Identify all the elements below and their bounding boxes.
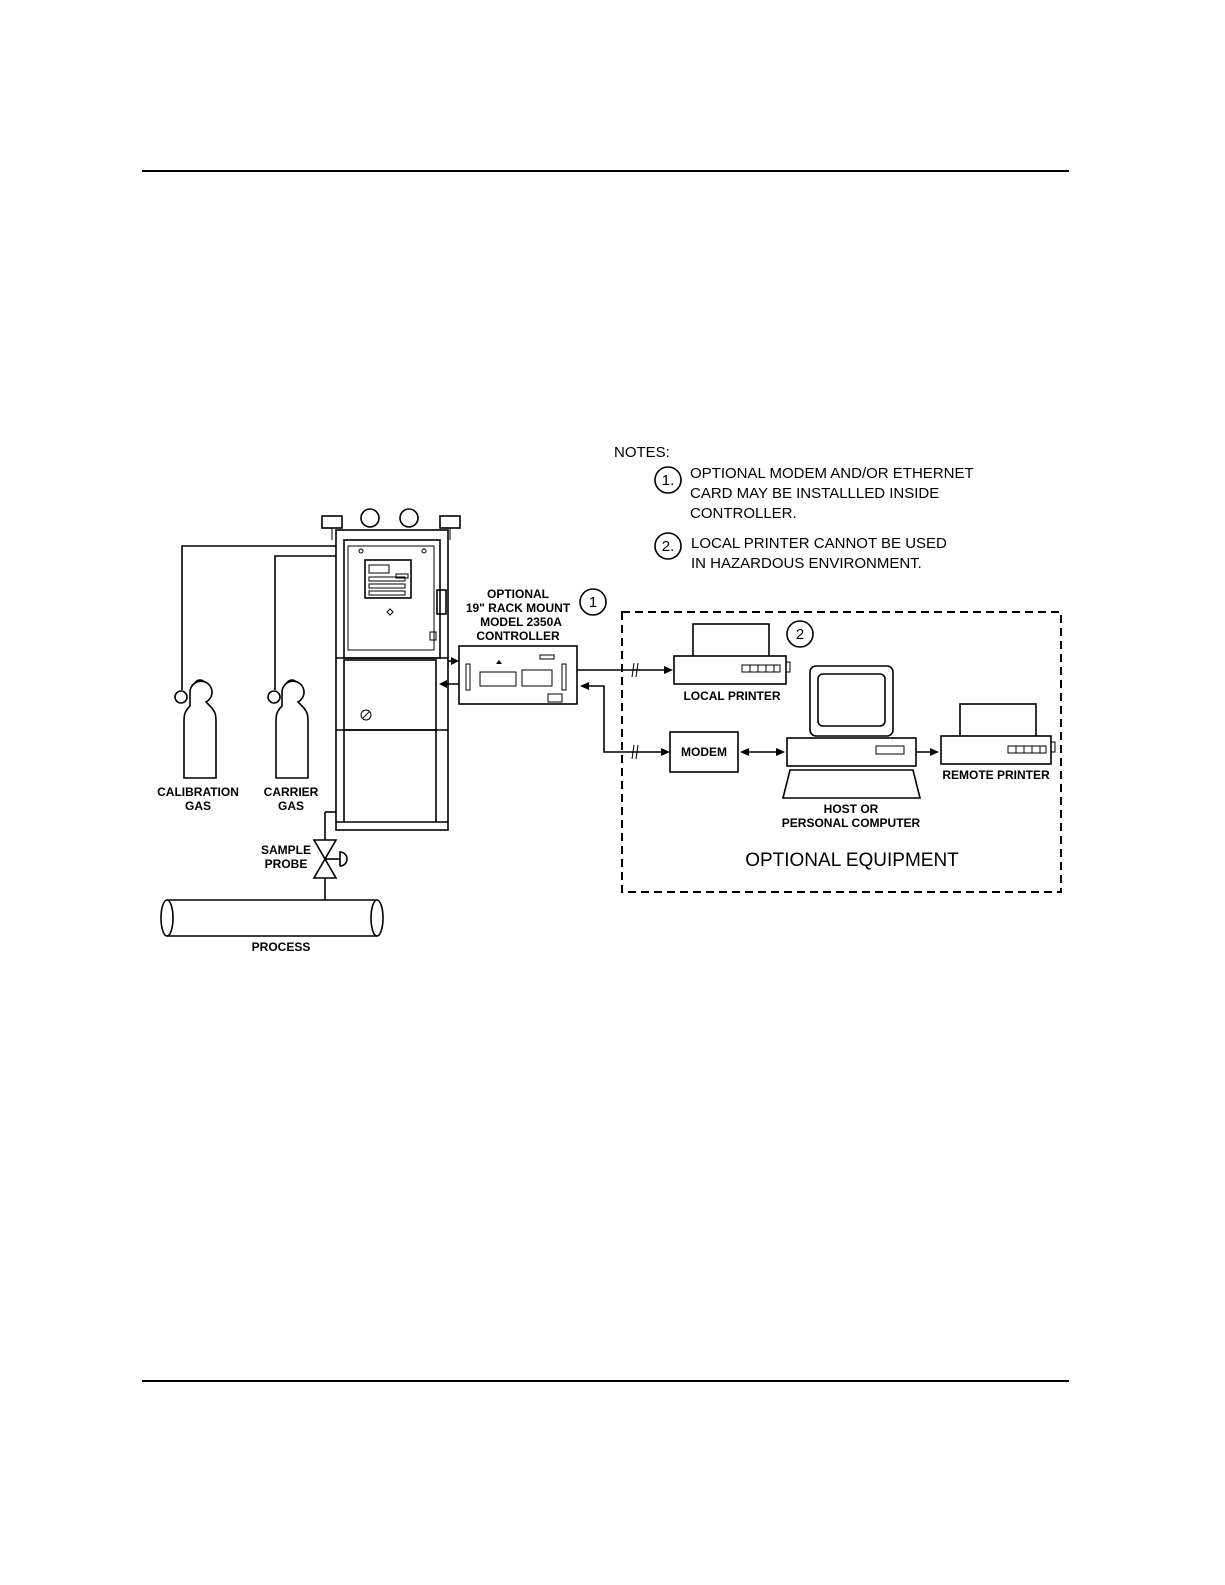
controller-callout-circle [579,588,607,616]
sample-probe: SAMPLE PROBE [261,811,348,900]
controller-label-2: 19" RACK MOUNT [466,601,571,615]
modem-label: MODEM [681,745,727,759]
controller-label-1: OPTIONAL [487,587,549,601]
note-2-line-2: IN HAZARDOUS ENVIRONMENT. [691,555,922,572]
host-label-1: HOST OR [824,802,879,816]
local-printer-label: LOCAL PRINTER [683,689,780,703]
calibration-gas-cylinder: CALIBRATION GAS [157,679,239,813]
rack-controller: OPTIONAL 19" RACK MOUNT MODEL 2350A CONT… [458,587,607,705]
host-label-2: PERSONAL COMPUTER [782,816,921,830]
remote-printer: REMOTE PRINTER [940,703,1056,782]
computer-remote-printer-link [916,748,939,756]
controller-label-4: CONTROLLER [476,629,560,643]
carrier-gas-label-1: CARRIER [264,785,319,799]
remote-printer-label: REMOTE PRINTER [942,768,1050,782]
optional-equipment-boundary [621,611,1062,893]
sample-probe-label-2: PROBE [265,857,308,871]
controller-label-3: MODEL 2350A [480,615,562,629]
note-2-circle [654,532,682,560]
carrier-gas-label-2: GAS [278,799,304,813]
process-pipe: PROCESS [160,899,384,954]
local-printer-callout-circle [786,620,814,648]
process-label: PROCESS [252,940,311,954]
controller-callout-number: 1 [589,594,597,611]
sample-probe-label-1: SAMPLE [261,843,311,857]
note-2-number: 2. [662,538,675,555]
controller-modem-link [580,682,670,760]
local-printer: LOCAL PRINTER 2 [673,620,814,703]
gas-lines [181,545,336,690]
local-printer-callout-number: 2 [796,626,804,643]
carrier-gas-cylinder: CARRIER GAS [264,679,319,813]
calibration-gas-label-2: GAS [185,799,211,813]
notes-heading: NOTES: [614,444,670,461]
optional-equipment-label: OPTIONAL EQUIPMENT [745,850,959,871]
gc-controller-links [439,657,459,688]
calibration-gas-label-1: CALIBRATION [157,785,239,799]
host-computer: HOST OR PERSONAL COMPUTER [782,665,922,830]
controller-printer-link [577,662,673,678]
note-1-circle [654,466,682,494]
note-1-line-3: CONTROLLER. [690,505,797,522]
note-1-line-2: CARD MAY BE INSTALLLED INSIDE [690,485,939,502]
modem-computer-link [740,748,785,756]
modem: MODEM [669,731,739,773]
note-1-line-1: OPTIONAL MODEM AND/OR ETHERNET [690,465,974,482]
note-1-number: 1. [662,472,675,489]
notes-block: NOTES: 1. OPTIONAL MODEM AND/OR ETHERNET… [614,444,974,572]
gc-analyzer [321,508,461,831]
note-2-line-1: LOCAL PRINTER CANNOT BE USED [691,535,947,552]
